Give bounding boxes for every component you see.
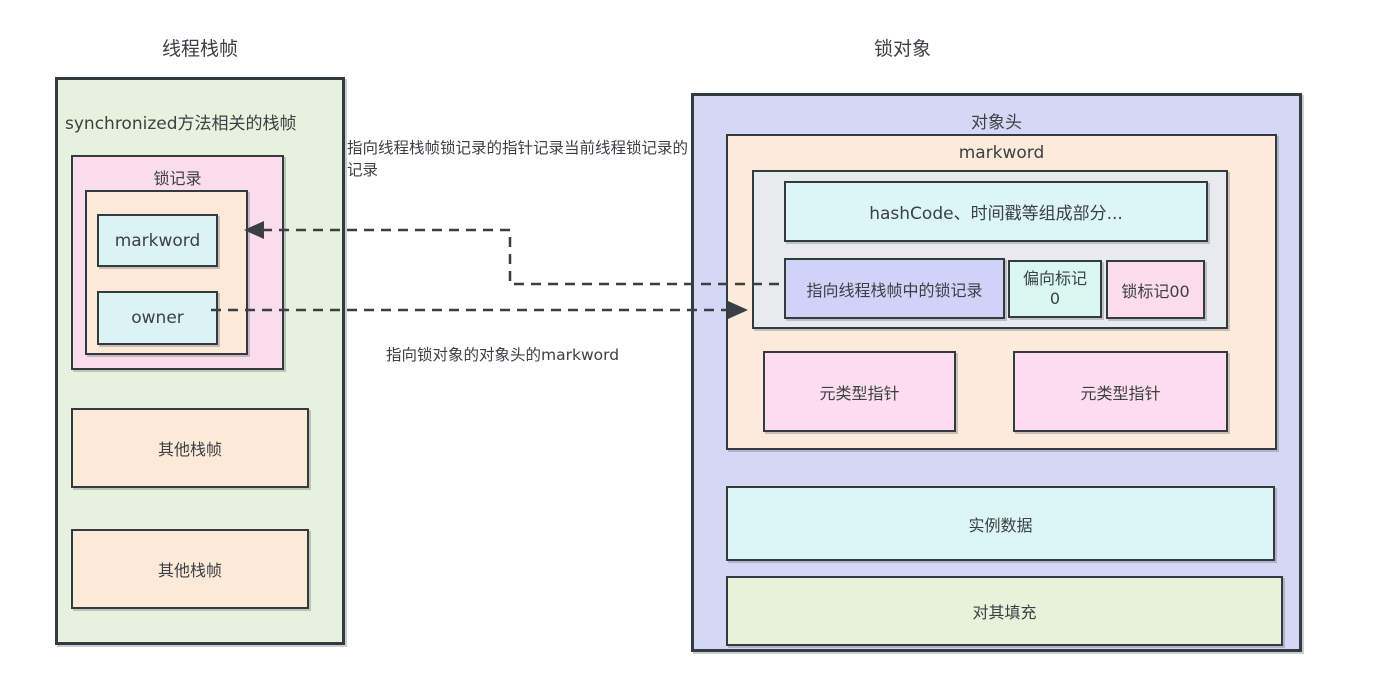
synchronized-frame-label: synchronized方法相关的栈帧	[65, 114, 297, 134]
lock-record-markword-cell: markword	[97, 214, 218, 267]
object-header-box: markword hashCode、时间戳等组成部分... 指向线程栈帧中的锁记…	[726, 134, 1277, 450]
annotation-pointer-to-lock-record: 指向线程栈帧锁记录的指针记录当前线程锁记录的记录	[347, 139, 689, 180]
bias-flag-cell: 偏向标记 0	[1008, 260, 1102, 318]
hashcode-cell: hashCode、时间戳等组成部分...	[784, 181, 1208, 242]
lock-tag-cell: 锁标记00	[1106, 260, 1205, 319]
lock-object-title: 锁对象	[874, 38, 932, 60]
bias-flag-line1: 偏向标记	[1022, 269, 1087, 288]
thread-stack-box: synchronized方法相关的栈帧 锁记录 markword owner 其…	[55, 77, 345, 645]
other-stack-frame-1: 其他栈帧	[71, 408, 309, 488]
other-stack-frame-2: 其他栈帧	[71, 529, 309, 609]
lock-record-owner-cell: owner	[97, 291, 218, 345]
lock-record-pointer-cell: 指向线程栈帧中的锁记录	[784, 258, 1005, 319]
lock-object-box: 对象头 markword hashCode、时间戳等组成部分... 指向线程栈帧…	[691, 93, 1302, 652]
lock-record-inner-box: markword owner	[85, 190, 248, 355]
object-header-title: 对象头	[971, 113, 1022, 133]
markword-title: markword	[958, 143, 1045, 163]
annotation-pointer-to-markword: 指向锁对象的对象头的markword	[386, 346, 620, 364]
lock-record-title: 锁记录	[153, 169, 202, 188]
instance-data-box: 实例数据	[726, 486, 1275, 561]
markword-container-box: hashCode、时间戳等组成部分... 指向线程栈帧中的锁记录 偏向标记 0 …	[752, 170, 1228, 329]
meta-type-pointer-1: 元类型指针	[763, 351, 956, 432]
meta-type-pointer-2: 元类型指针	[1013, 351, 1228, 432]
alignment-padding-box: 对其填充	[726, 576, 1283, 646]
bias-flag-line2: 0	[1049, 289, 1061, 308]
lock-record-box: 锁记录 markword owner	[71, 155, 284, 370]
thread-stack-title: 线程栈帧	[161, 38, 238, 60]
